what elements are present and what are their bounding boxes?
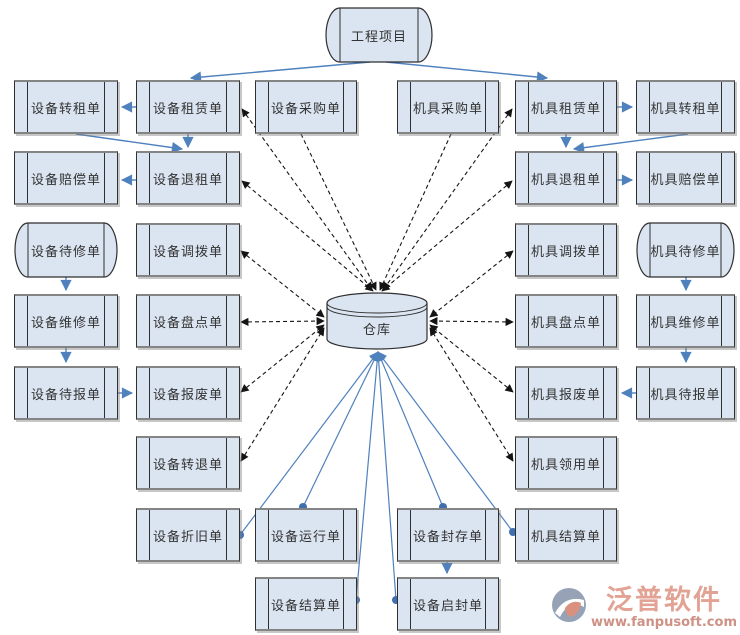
node-label: 机具盘点单 bbox=[530, 315, 601, 331]
node-mach-report-pending: 机具待报单 bbox=[636, 366, 735, 420]
node-label: 机具结算单 bbox=[530, 529, 601, 545]
node-equip-purchase: 设备采购单 bbox=[255, 80, 357, 134]
node-label: 机具租赁单 bbox=[530, 101, 601, 117]
node-label: 机具待报单 bbox=[650, 387, 721, 403]
node-label: 设备折旧单 bbox=[152, 529, 223, 545]
node-label: 机具报废单 bbox=[530, 387, 601, 403]
node-label: 设备维修单 bbox=[30, 315, 101, 331]
node-mach-stocktake: 机具盘点单 bbox=[515, 294, 617, 348]
brand-name: 泛普软件 bbox=[605, 585, 722, 616]
node-label: 设备报废单 bbox=[152, 387, 223, 403]
node-equip-return-transfer: 设备转退单 bbox=[136, 436, 240, 490]
node-mach-lease-return: 机具退租单 bbox=[515, 151, 617, 205]
node-mach-requisition: 机具领用单 bbox=[515, 436, 617, 490]
node-label: 设备赔偿单 bbox=[30, 172, 101, 188]
node-label: 设备盘点单 bbox=[152, 315, 223, 331]
node-label: 机具退租单 bbox=[530, 172, 601, 188]
node-equip-transfer: 设备调拨单 bbox=[136, 223, 240, 277]
node-mach-transfer: 机具调拨单 bbox=[515, 223, 617, 277]
node-mach-sublease: 机具转租单 bbox=[636, 80, 735, 134]
node-label: 设备采购单 bbox=[270, 101, 341, 117]
node-label: 设备租赁单 bbox=[152, 101, 223, 117]
node-mach-settlement: 机具结算单 bbox=[515, 508, 617, 562]
node-label: 设备启封单 bbox=[412, 598, 483, 614]
node-label: 设备转退单 bbox=[152, 457, 223, 473]
node-label: 设备结算单 bbox=[270, 598, 341, 614]
node-label: 设备运行单 bbox=[270, 529, 341, 545]
node-label: 机具调拨单 bbox=[530, 244, 601, 260]
node-equip-sealing: 设备封存单 bbox=[397, 508, 499, 562]
node-label: 机具转租单 bbox=[650, 101, 721, 117]
node-label: 机具采购单 bbox=[412, 101, 483, 117]
node-equip-sublease: 设备转租单 bbox=[14, 80, 118, 134]
node-label: 机具维修单 bbox=[650, 315, 721, 331]
node-equip-depreciation: 设备折旧单 bbox=[136, 508, 240, 562]
node-label: 机具赔偿单 bbox=[650, 172, 721, 188]
node-mach-compensation: 机具赔偿单 bbox=[636, 151, 735, 205]
node-equip-lease-return: 设备退租单 bbox=[136, 151, 240, 205]
brand-watermark[interactable]: 泛普软件 www.fanpusoft.com bbox=[551, 587, 737, 629]
node-label: 设备调拨单 bbox=[152, 244, 223, 260]
node-equip-settlement: 设备结算单 bbox=[255, 577, 357, 631]
node-equip-repair: 设备维修单 bbox=[14, 294, 118, 348]
node-label: 机具领用单 bbox=[530, 457, 601, 473]
node-label: 设备封存单 bbox=[412, 529, 483, 545]
node-equip-operation: 设备运行单 bbox=[255, 508, 357, 562]
node-mach-purchase: 机具采购单 bbox=[397, 80, 499, 134]
node-label: 设备退租单 bbox=[152, 172, 223, 188]
node-equip-stocktake: 设备盘点单 bbox=[136, 294, 240, 348]
node-equip-scrap: 设备报废单 bbox=[136, 366, 240, 420]
node-equip-lease: 设备租赁单 bbox=[136, 80, 240, 134]
node-label: 设备转租单 bbox=[30, 101, 101, 117]
brand-url[interactable]: www.fanpusoft.com bbox=[590, 615, 737, 630]
node-equip-compensation: 设备赔偿单 bbox=[14, 151, 118, 205]
node-equip-report-pending: 设备待报单 bbox=[14, 366, 118, 420]
node-label: 设备待报单 bbox=[30, 387, 101, 403]
node-mach-lease: 机具租赁单 bbox=[515, 80, 617, 134]
node-mach-repair: 机具维修单 bbox=[636, 294, 735, 348]
node-equip-unsealing: 设备启封单 bbox=[397, 577, 499, 631]
logo-icon bbox=[551, 588, 586, 622]
node-mach-scrap: 机具报废单 bbox=[515, 366, 617, 420]
